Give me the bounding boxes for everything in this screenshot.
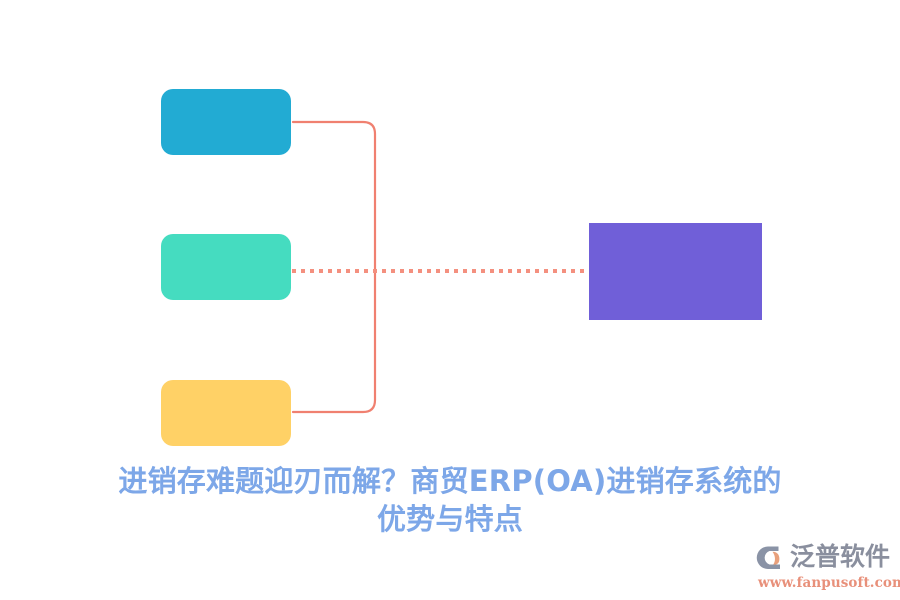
- brand-watermark: 泛普软件 www.fanpusoft.com: [756, 540, 900, 596]
- connector-lines: [291, 120, 589, 414]
- diagram-node-yellow[interactable]: [161, 380, 291, 446]
- logo-url: www.fanpusoft.com: [758, 575, 900, 591]
- logo-row: 泛普软件: [756, 540, 896, 574]
- logo-wordmark: 泛普软件: [790, 542, 891, 571]
- diagram-node-green[interactable]: [161, 234, 291, 300]
- title-line-1: 进销存难题迎刃而解？商贸ERP(OA)进销存系统的: [118, 464, 782, 498]
- fanpu-logo-icon: [756, 546, 780, 569]
- connector-blue-to-trunk: [291, 120, 377, 273]
- page-title: 进销存难题迎刃而解？商贸ERP(OA)进销存系统的 优势与特点: [0, 462, 900, 539]
- connector-diagram: [161, 89, 762, 446]
- diagram-node-blue[interactable]: [161, 89, 291, 155]
- connector-yellow-to-trunk: [291, 269, 377, 414]
- diagram-node-purple[interactable]: [589, 223, 762, 320]
- title-line-2: 优势与特点: [376, 502, 523, 537]
